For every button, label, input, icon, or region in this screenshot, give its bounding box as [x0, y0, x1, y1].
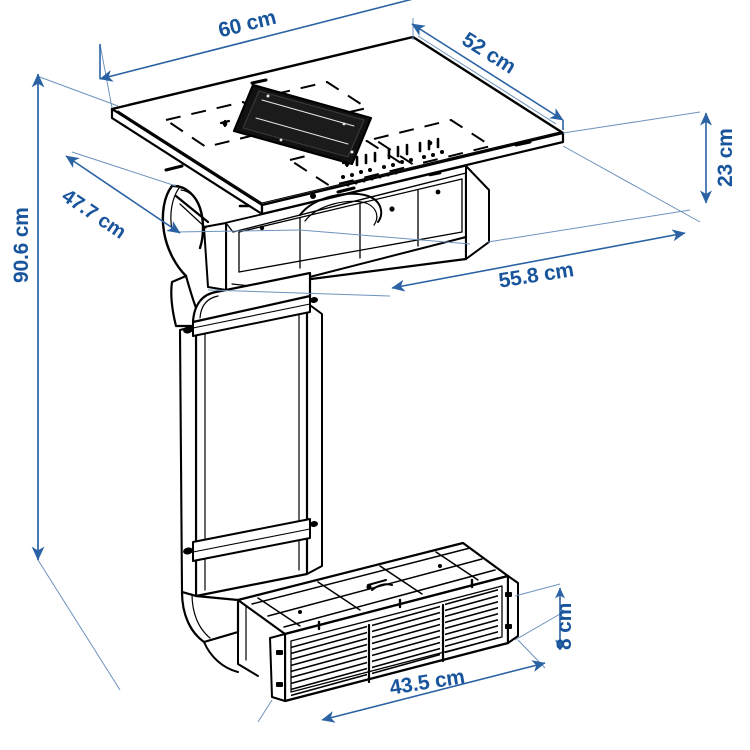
dimension-line-60cm [99, 0, 413, 82]
dimension-label-23cm: 23 cm [714, 128, 737, 187]
dimension-line-558cm [391, 229, 686, 292]
dimension-line-477cm [65, 155, 181, 234]
extension-lines [36, 18, 701, 723]
dimension-label-8cm: 8 cm [553, 602, 576, 650]
dimension-label-90.6cm: 90.6 cm [10, 207, 33, 283]
dimension-line-435cm [321, 660, 546, 723]
dimension-line-52cm [411, 23, 564, 130]
